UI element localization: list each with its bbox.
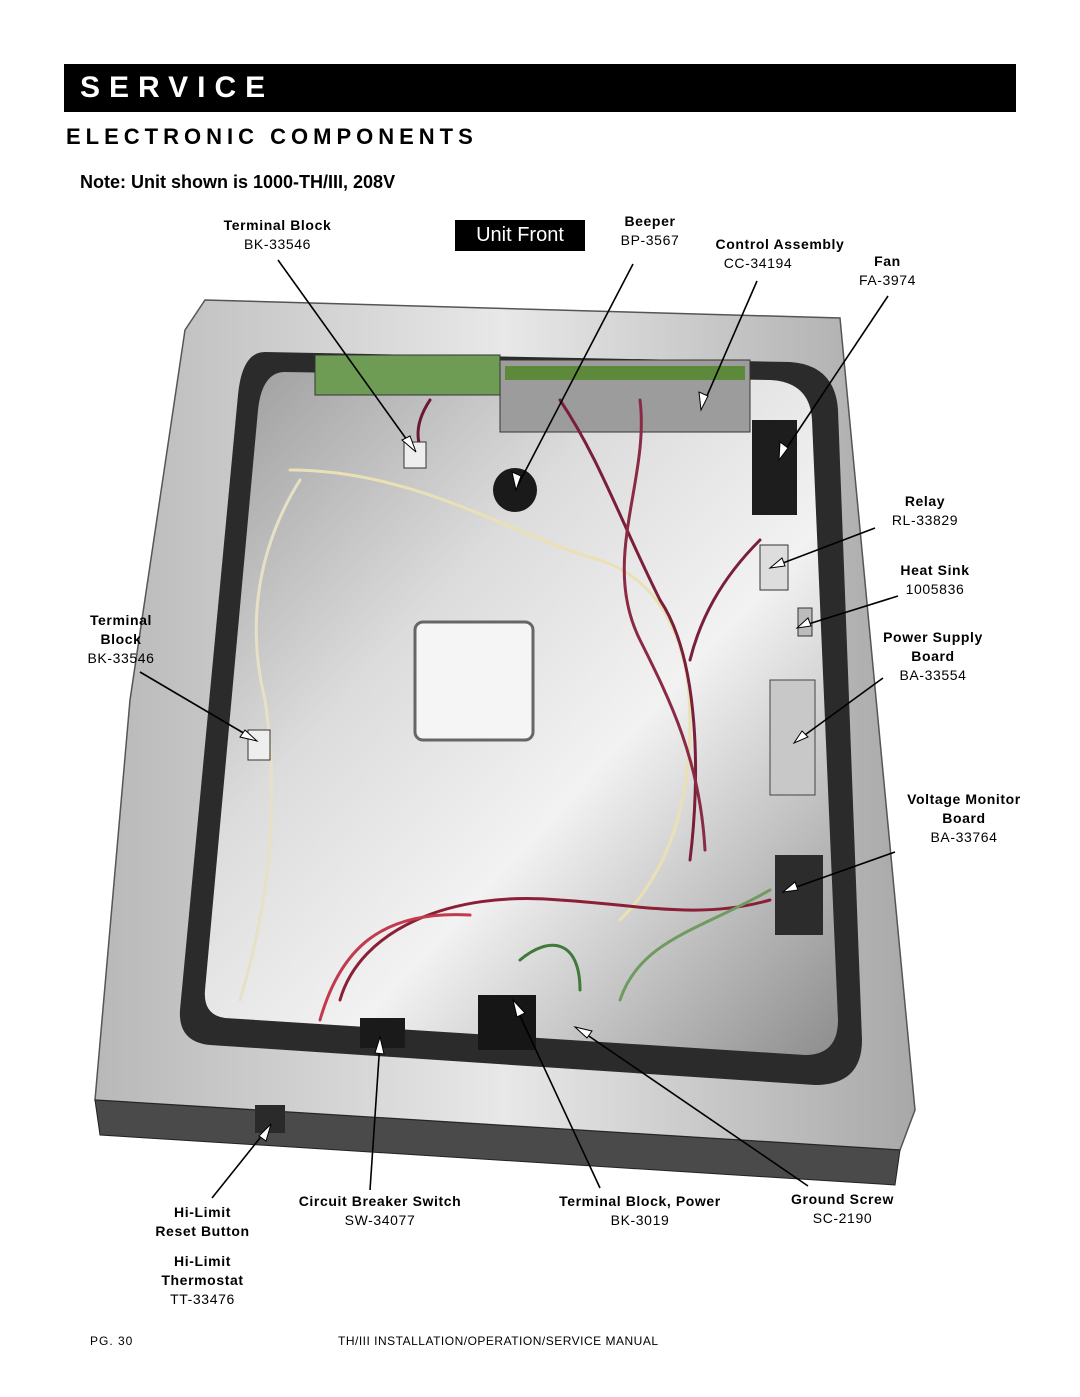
beeper-disc bbox=[493, 468, 537, 512]
leader-lines bbox=[139, 259, 899, 1199]
label-terminal-block-left: Terminal Block BK-33546 bbox=[78, 611, 164, 668]
label-control-assembly: Control Assembly CC-34194 bbox=[700, 235, 860, 273]
label-part: SW-34077 bbox=[344, 1212, 416, 1228]
label-part: CC-34194 bbox=[723, 255, 793, 271]
label-name: Terminal Block, Power bbox=[559, 1193, 721, 1209]
unit-front-tag: Unit Front bbox=[455, 220, 585, 251]
label-part: BK-33546 bbox=[243, 236, 312, 252]
label-name: Thermostat bbox=[161, 1272, 244, 1288]
label-part: BK-33546 bbox=[87, 650, 155, 666]
label-name: Hi-Limit bbox=[174, 1253, 231, 1269]
label-hi-limit-thermostat: Hi-Limit Thermostat TT-33476 bbox=[145, 1252, 260, 1309]
voltage-monitor-box bbox=[775, 855, 823, 935]
unit-note: Note: Unit shown is 1000-TH/III, 208V bbox=[80, 172, 396, 192]
label-name: Hi-Limit bbox=[174, 1204, 231, 1220]
top-left-board bbox=[314, 354, 501, 396]
label-name: Circuit Breaker Switch bbox=[298, 1193, 462, 1209]
label-power-supply-board: Power Supply Board BA-33554 bbox=[868, 628, 998, 685]
label-circuit-breaker-switch: Circuit Breaker Switch SW-34077 bbox=[280, 1192, 480, 1230]
label-name: Fan bbox=[874, 253, 901, 269]
label-name: Terminal bbox=[89, 612, 153, 628]
label-name: Board bbox=[942, 810, 986, 826]
page-number: PG. 30 bbox=[90, 1334, 134, 1348]
wiring bbox=[238, 398, 772, 1022]
label-beeper: Beeper BP-3567 bbox=[600, 212, 700, 250]
label-part: TT-33476 bbox=[170, 1291, 235, 1307]
label-name: Relay bbox=[904, 493, 946, 509]
service-banner: SERVICE bbox=[64, 64, 1016, 112]
label-terminal-block-power: Terminal Block, Power BK-3019 bbox=[540, 1192, 740, 1230]
power-supply-box bbox=[769, 679, 816, 796]
section-heading: ELECTRONIC COMPONENTS bbox=[66, 124, 478, 149]
manual-title: TH/III INSTALLATION/OPERATION/SERVICE MA… bbox=[338, 1334, 659, 1348]
label-relay: Relay RL-33829 bbox=[870, 492, 980, 530]
label-fan: Fan FA-3974 bbox=[845, 252, 930, 290]
label-terminal-block-top: Terminal Block BK-33546 bbox=[200, 216, 355, 254]
floor-window bbox=[413, 620, 535, 742]
label-name: Reset Button bbox=[155, 1223, 250, 1239]
fan-box bbox=[752, 420, 797, 515]
label-part: BA-33764 bbox=[930, 829, 998, 845]
label-name: Ground Screw bbox=[791, 1191, 894, 1207]
terminal-block-left-part bbox=[247, 729, 271, 761]
label-part: BP-3567 bbox=[620, 232, 680, 248]
label-name: Terminal Block bbox=[223, 217, 332, 233]
label-ground-screw: Ground Screw SC-2190 bbox=[775, 1190, 910, 1228]
terminal-block-power-box bbox=[478, 995, 536, 1050]
label-part: SC-2190 bbox=[812, 1210, 873, 1226]
front-lip bbox=[94, 1099, 901, 1186]
label-part: FA-3974 bbox=[858, 272, 917, 288]
label-name: Power Supply bbox=[883, 629, 983, 645]
label-heat-sink: Heat Sink 1005836 bbox=[885, 561, 985, 599]
label-name: Beeper bbox=[624, 213, 676, 229]
label-name: Voltage Monitor bbox=[907, 791, 1021, 807]
circuit-breaker-box bbox=[360, 1018, 405, 1048]
label-hi-limit-reset-button: Hi-Limit Reset Button bbox=[140, 1203, 265, 1241]
label-name: Block bbox=[100, 631, 142, 647]
label-name: Control Assembly bbox=[715, 236, 845, 252]
terminal-block-top-part bbox=[403, 441, 427, 469]
label-name: Heat Sink bbox=[900, 562, 970, 578]
label-part: BA-33554 bbox=[899, 667, 967, 683]
label-voltage-monitor-board: Voltage Monitor Board BA-33764 bbox=[890, 790, 1038, 847]
label-part: RL-33829 bbox=[891, 512, 959, 528]
label-part: 1005836 bbox=[905, 581, 965, 597]
label-name: Board bbox=[911, 648, 955, 664]
label-part: BK-3019 bbox=[610, 1212, 670, 1228]
